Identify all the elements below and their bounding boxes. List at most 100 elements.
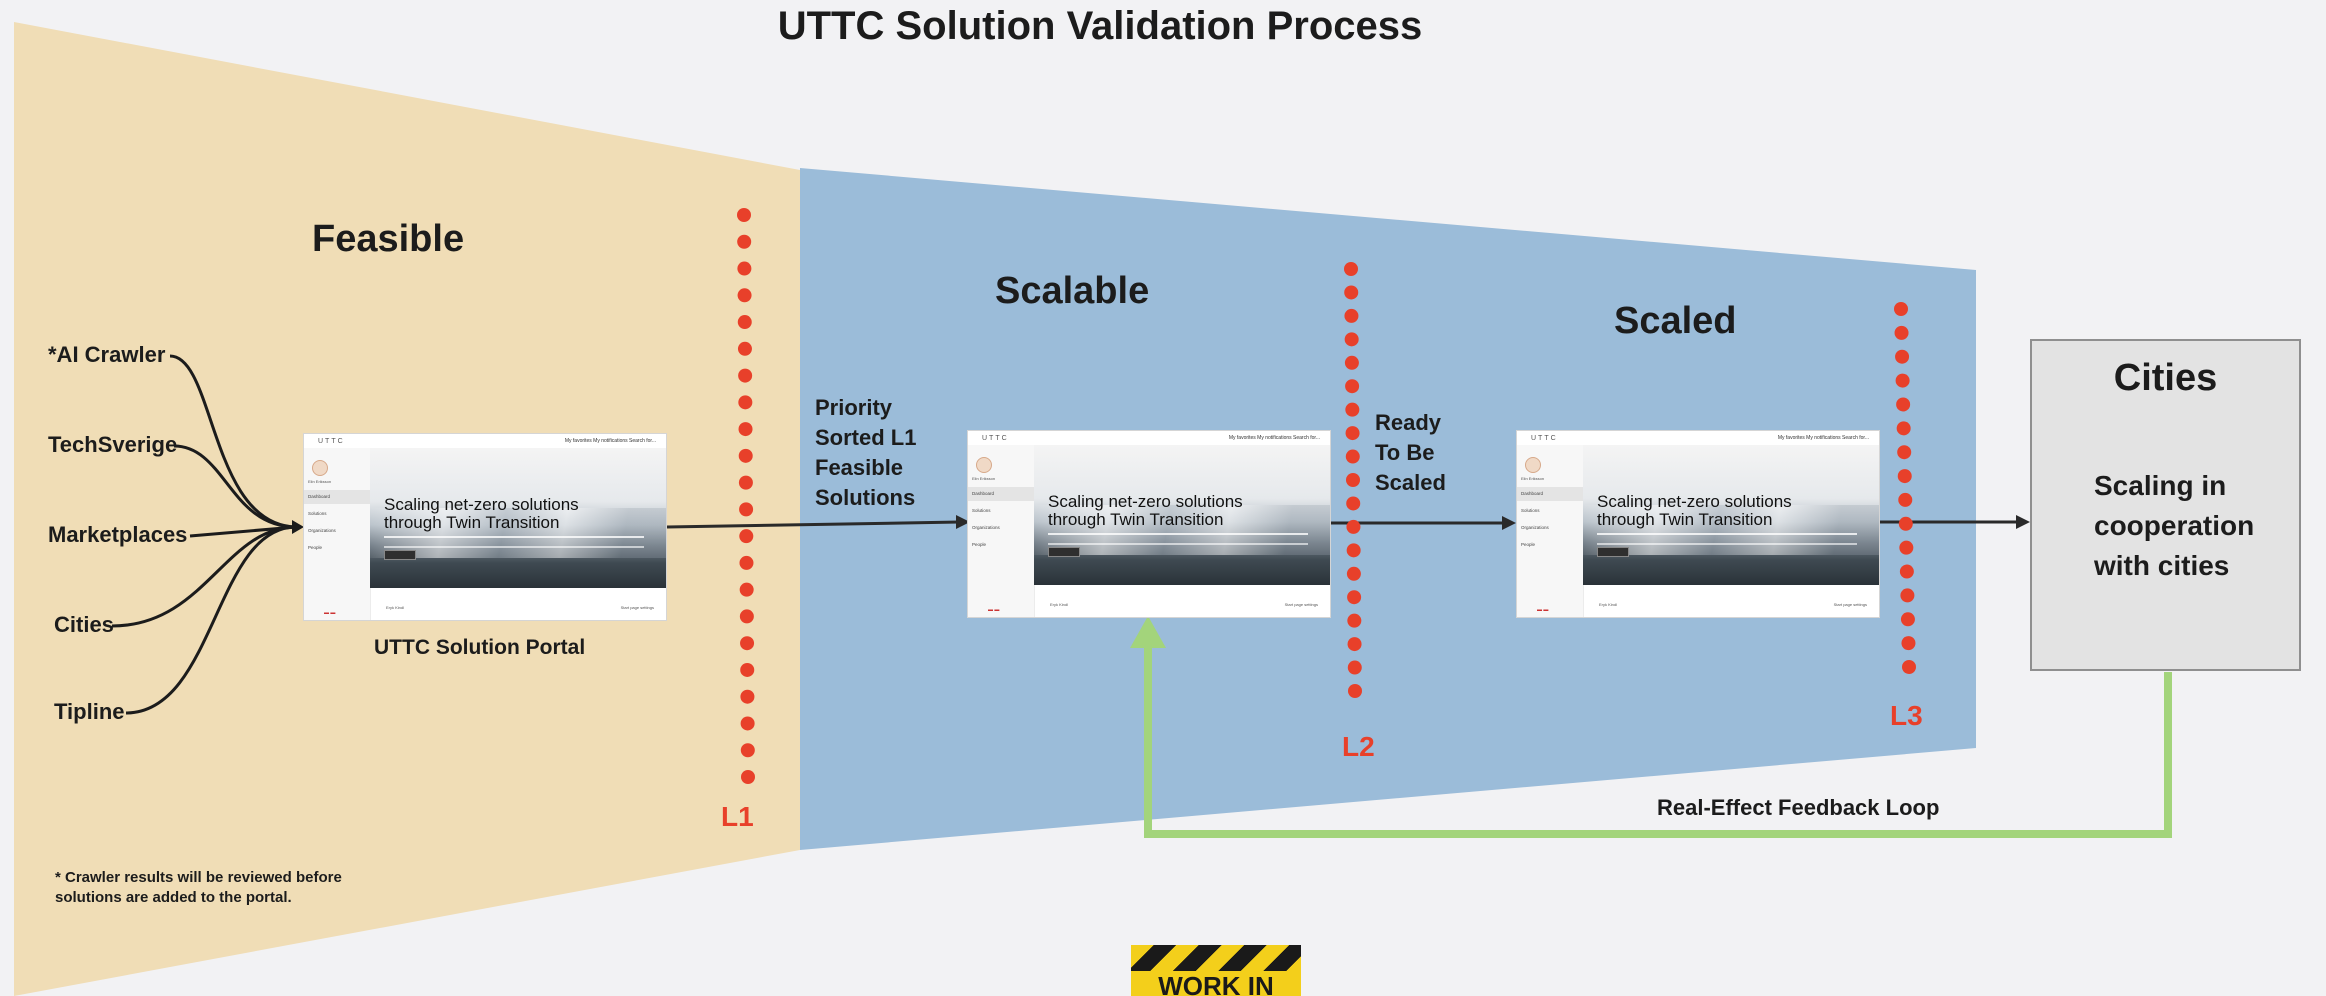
portal-hero-title-line-1: Scaling net-zero solutions	[384, 495, 579, 514]
cities-title: Cities	[2113, 357, 2218, 399]
gate-dot	[737, 234, 752, 249]
arrowhead-to-scalable	[956, 515, 970, 529]
gate-dot	[1344, 332, 1359, 347]
portal-nav-solutions: Solutions	[308, 511, 327, 516]
source-connectors	[111, 354, 297, 715]
portal-user-name: Elin Eriksson	[1521, 476, 1545, 481]
language-flags-icon: ▬ ▬	[988, 607, 1000, 613]
portal-top-nav: My favorites My notifications Search for…	[1228, 435, 1320, 441]
portal-screenshot-scalable: UTTC My favorites My notifications Searc…	[968, 431, 1330, 617]
gate-l1-dots	[737, 208, 755, 784]
gate-label-l1: L1	[721, 801, 754, 832]
gate-dot	[1900, 588, 1915, 603]
gate-dot	[1899, 564, 1914, 579]
gate-dot	[741, 770, 755, 784]
portal-screenshot-scaled: UTTC My favorites My notifications Searc…	[1517, 431, 1879, 617]
source-ai-crawler: *AI Crawler	[48, 342, 166, 367]
gate-dot	[1346, 519, 1361, 534]
gate-dot	[1344, 262, 1358, 276]
cities-body: Scaling in cooperation with cities	[2094, 466, 2294, 586]
gate-dot	[1894, 325, 1909, 340]
portal-nav-people: People	[308, 545, 323, 550]
portal-nav-dashboard: Dashboard	[304, 490, 370, 504]
portal-caption: UTTC Solution Portal	[374, 636, 586, 659]
gate-dot	[1896, 397, 1911, 412]
portal-hero-banner: Scaling net-zero solutions through Twin …	[370, 448, 666, 588]
gate-dot	[738, 368, 753, 383]
portal-user-name: Elin Eriksson	[308, 479, 332, 484]
gate-l3-dots	[1894, 302, 1916, 674]
portal-hero-button	[384, 550, 416, 560]
portal-logo: UTTC	[982, 435, 1009, 442]
portal-sidebar: Elin Eriksson Dashboard Solutions Organi…	[968, 445, 1035, 617]
gate-dot	[737, 261, 752, 276]
gate-dot	[1897, 469, 1912, 484]
gate-dot	[1898, 516, 1913, 531]
gate-label-l3: L3	[1890, 700, 1923, 731]
feedback-loop-label: Real-Effect Feedback Loop	[1657, 795, 1940, 820]
portal-footer-right: Start page settings	[620, 605, 654, 610]
gate-dot	[1345, 449, 1360, 464]
crawler-footnote: * Crawler results will be reviewed befor…	[55, 868, 342, 908]
portal-hero-button	[1048, 547, 1080, 557]
cities-body-line: Scaling in	[2094, 470, 2227, 501]
footnote-line: solutions are added to the portal.	[55, 889, 292, 906]
transition-line: Scaled	[1375, 470, 1446, 495]
gate-dot	[1345, 402, 1360, 417]
portal-user-name: Elin Eriksson	[972, 476, 996, 481]
footnote-line: * Crawler results will be reviewed befor…	[55, 869, 342, 886]
stage-label-scalable: Scalable	[995, 270, 1150, 312]
gate-dot	[1346, 543, 1361, 558]
gate-dot	[738, 395, 753, 410]
portal-nav-people: People	[1521, 542, 1536, 547]
source-arrowhead	[292, 520, 304, 534]
source-marketplaces: Marketplaces	[48, 522, 188, 547]
portal-hero-title-line-2: through Twin Transition	[1048, 510, 1224, 529]
cities-body-line: cooperation	[2094, 510, 2255, 541]
gate-dot	[1346, 473, 1360, 487]
gate-dot	[1346, 566, 1361, 581]
portal-logo: UTTC	[318, 438, 345, 445]
transition-line: Priority	[815, 395, 893, 420]
transition-line: To Be	[1375, 440, 1435, 465]
gate-dot	[740, 689, 755, 704]
gate-dot	[739, 582, 754, 597]
gate-dot	[1894, 302, 1908, 316]
work-in-progress-text: WORK IN	[1158, 971, 1274, 996]
portal-footer-left: Eryk Kindl	[1050, 602, 1069, 607]
gate-dot	[1900, 612, 1915, 627]
gate-dot	[1898, 492, 1913, 507]
gate-dot	[1348, 684, 1362, 698]
gate-dot	[739, 609, 754, 624]
gate-dot	[1346, 496, 1361, 511]
gate-dot	[738, 475, 753, 490]
portal-top-nav: My favorites My notifications Search for…	[1777, 435, 1869, 441]
gate-dot	[738, 448, 753, 463]
transition-line: Sorted L1	[815, 425, 917, 450]
source-techsverige: TechSverige	[48, 432, 178, 457]
portal-hero-button	[1597, 547, 1629, 557]
portal-hero-subtext	[384, 536, 644, 548]
feedback-loop-arrowhead	[1130, 616, 1166, 648]
cities-box: Cities Scaling in cooperation with citie…	[2030, 339, 2301, 671]
gate-dot	[740, 743, 755, 758]
language-flags-icon: ▬ ▬	[1537, 607, 1549, 613]
portal-sidebar: Elin Eriksson Dashboard Solutions Organi…	[304, 448, 371, 620]
gate-dot	[1344, 355, 1359, 370]
gate-dot	[1347, 637, 1362, 652]
transition-line: Feasible	[815, 455, 904, 480]
avatar	[312, 460, 328, 476]
transition-label-ready-to-be-scaled: Ready To Be Scaled	[1375, 408, 1446, 498]
source-tipline: Tipline	[54, 699, 125, 724]
work-in-progress-badge: WORK IN	[1131, 945, 1301, 996]
gate-dot	[740, 662, 755, 677]
portal-nav-organizations: Organizations	[972, 525, 1000, 530]
gate-dot	[1899, 540, 1914, 555]
gate-dot	[737, 208, 751, 222]
portal-footer-left: Eryk Kindl	[386, 605, 405, 610]
gate-dot	[1897, 445, 1912, 460]
portal-hero-title-line-2: through Twin Transition	[384, 513, 560, 532]
portal-sidebar: Elin Eriksson Dashboard Solutions Organi…	[1517, 445, 1584, 617]
portal-hero-subtext	[1597, 533, 1857, 545]
gate-dot	[1345, 379, 1360, 394]
